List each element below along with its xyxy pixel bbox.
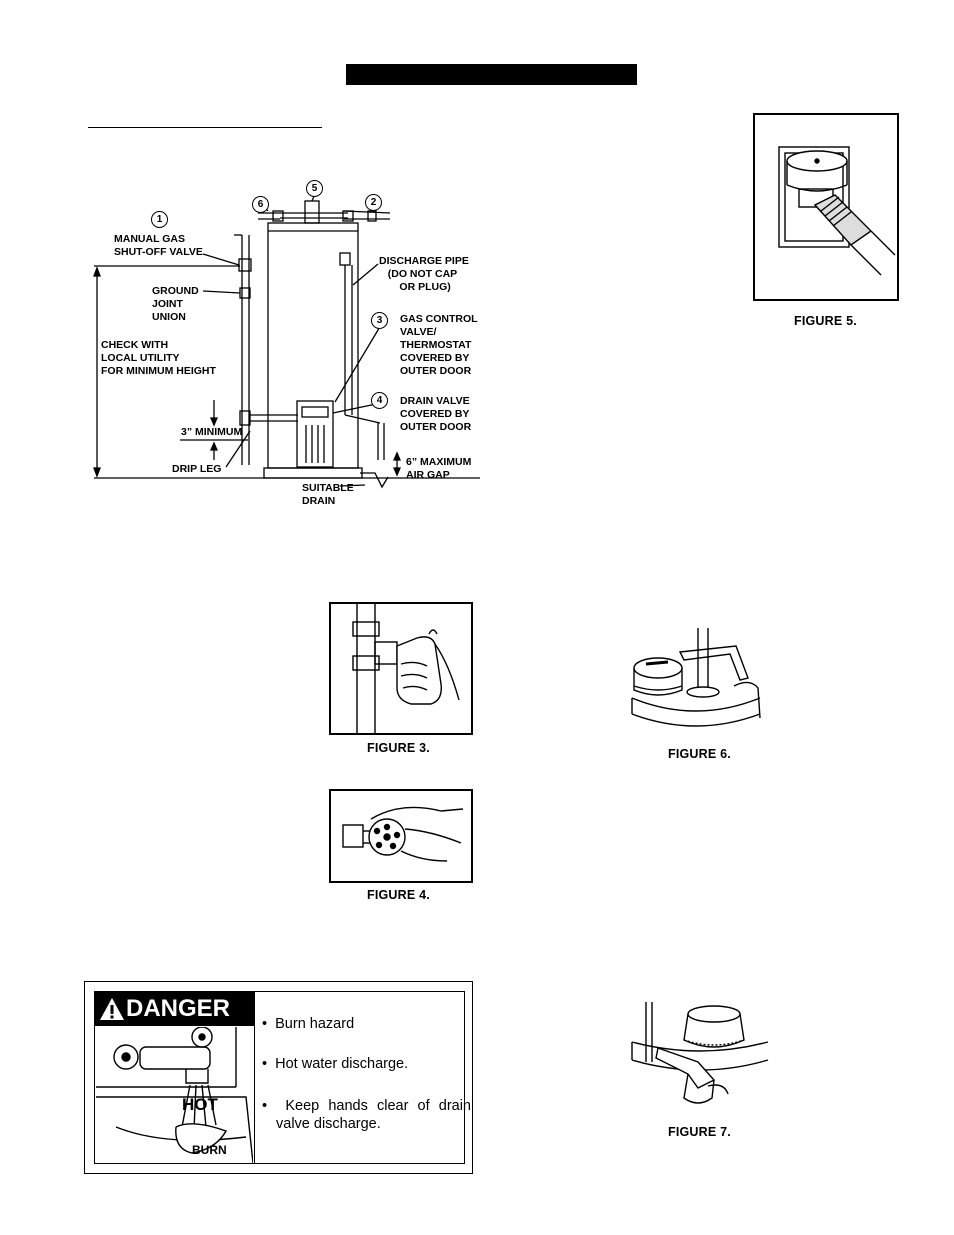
figure-6-caption: FIGURE 6.: [668, 747, 731, 761]
label-drain-valve: DRAIN VALVE COVERED BY OUTER DOOR: [400, 395, 472, 433]
figure-3-caption: FIGURE 3.: [367, 741, 430, 755]
knob-hand-illustration: [342, 806, 464, 862]
warning-triangle-icon: [100, 998, 124, 1020]
callout-3: 3: [371, 312, 388, 329]
figure-5-caption: FIGURE 5.: [794, 314, 857, 328]
figure-6-illustration: [628, 628, 764, 740]
label-suitable-drain: SUITABLE DRAIN: [302, 482, 354, 507]
danger-bullet-1: • Burn hazard: [262, 1016, 355, 1032]
danger-bullet-2: • Hot water discharge.: [262, 1056, 409, 1072]
heading-underline: [88, 127, 322, 128]
danger-heading: DANGER: [95, 992, 255, 1026]
valve-hand-illustration: [352, 604, 460, 733]
callout-4: 4: [371, 392, 388, 409]
danger-label-inner: [94, 991, 465, 1164]
label-gas-control: GAS CONTROL VALVE/ THERMOSTAT COVERED BY…: [400, 313, 478, 377]
danger-divider: [254, 992, 255, 1163]
burn-text: BURN: [192, 1143, 227, 1157]
callout-1: 1: [151, 211, 168, 228]
hot-water-faucet-illustration: [96, 1027, 253, 1163]
danger-label-frame: [84, 981, 473, 1174]
label-discharge-pipe: DISCHARGE PIPE (DO NOT CAP OR PLUG): [379, 255, 469, 293]
danger-bullet-3: • Keep hands clear of drain valve discha…: [262, 1098, 471, 1132]
figure-7-illustration: [628, 998, 774, 1110]
figure-3-frame: [329, 602, 473, 735]
figure-7-caption: FIGURE 7.: [668, 1125, 731, 1139]
danger-illustration: HOT BURN: [96, 1027, 253, 1163]
tank-top-wrench-illustration: [631, 628, 761, 727]
label-ground-joint-union: GROUND JOINT UNION: [152, 285, 199, 323]
callout-2: 2: [365, 194, 382, 211]
label-check-utility: CHECK WITH LOCAL UTILITY FOR MINIMUM HEI…: [101, 339, 216, 377]
figure-5-frame: [753, 113, 899, 301]
danger-heading-text: DANGER: [126, 995, 231, 1022]
figure-4-caption: FIGURE 4.: [367, 888, 430, 902]
figure-4-frame: [329, 789, 473, 883]
flue-wrench-illustration: [631, 1002, 769, 1104]
label-drip-leg: DRIP LEG: [172, 463, 222, 475]
installation-diagram: 1 2 3 4 5 6 MANUAL GAS SHUT-OFF VALVE GR…: [90, 175, 490, 515]
label-manual-gas-valve: MANUAL GAS SHUT-OFF VALVE: [114, 233, 203, 258]
section-title-bar: [346, 64, 637, 85]
water-heater-drawing: [93, 193, 480, 489]
label-three-minimum: 3” MINIMUM: [181, 426, 243, 438]
drain-hose-illustration: [778, 146, 896, 276]
callout-6: 6: [252, 196, 269, 213]
hot-text: HOT: [182, 1095, 218, 1114]
label-air-gap: 6” MAXIMUM AIR GAP: [406, 456, 472, 481]
callout-5: 5: [306, 180, 323, 197]
